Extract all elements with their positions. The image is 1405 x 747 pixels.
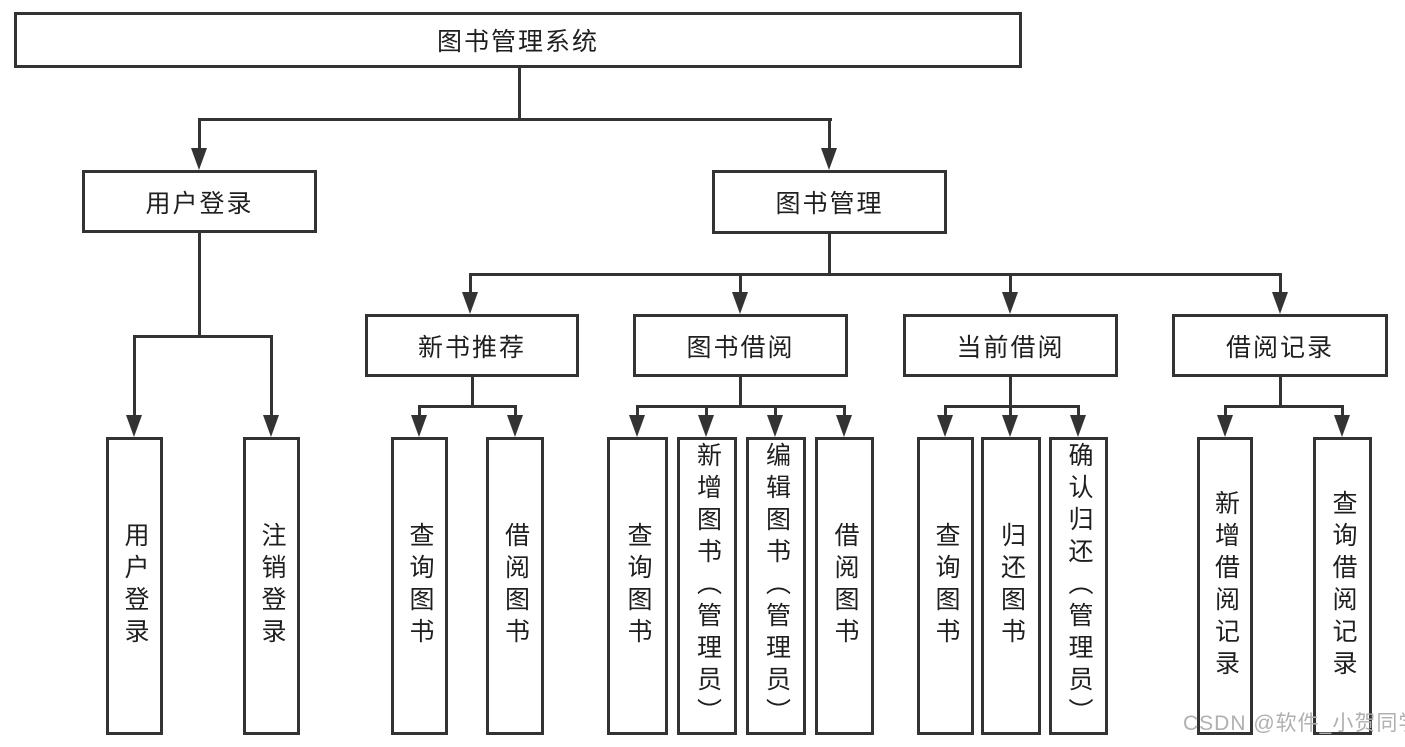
connector-line bbox=[1224, 405, 1343, 408]
node-borrow-records: 借阅记录 bbox=[1172, 314, 1388, 377]
node-leaf-edit-book-admin: 编辑图书（管理员） bbox=[746, 437, 806, 735]
connector-line bbox=[1279, 273, 1282, 292]
node-leaf-query-books-current: 查询图书 bbox=[917, 437, 974, 735]
connector-line bbox=[636, 405, 846, 408]
arrow-down-icon bbox=[1070, 415, 1086, 437]
connector-line bbox=[944, 405, 947, 415]
node-leaf-query-books-borrow: 查询图书 bbox=[607, 437, 668, 735]
connector-line bbox=[828, 233, 831, 276]
arrow-down-icon bbox=[263, 415, 279, 437]
arrow-down-icon bbox=[1334, 415, 1350, 437]
arrow-down-icon bbox=[1002, 415, 1018, 437]
node-book-borrow: 图书借阅 bbox=[633, 314, 848, 377]
arrow-down-icon bbox=[191, 148, 207, 170]
arrow-down-icon bbox=[732, 292, 748, 314]
node-book-management: 图书管理 bbox=[712, 170, 947, 234]
node-leaf-confirm-return-admin: 确认归还（管理员） bbox=[1049, 437, 1108, 735]
arrow-down-icon bbox=[836, 415, 852, 437]
watermark: CSDN @软件_小贺同学 bbox=[1183, 712, 1405, 735]
connector-line bbox=[270, 335, 273, 415]
connector-line bbox=[469, 273, 472, 292]
arrow-down-icon bbox=[411, 415, 427, 437]
arrow-down-icon bbox=[698, 415, 714, 437]
connector-line bbox=[1224, 405, 1227, 415]
node-leaf-user-login: 用户登录 bbox=[106, 437, 163, 735]
node-root: 图书管理系统 bbox=[14, 12, 1022, 68]
connector-line bbox=[774, 405, 777, 415]
node-leaf-query-borrow-record: 查询借阅记录 bbox=[1313, 437, 1372, 735]
node-leaf-logout: 注销登录 bbox=[243, 437, 300, 735]
connector-line bbox=[944, 405, 1080, 408]
node-leaf-add-borrow-record: 新增借阅记录 bbox=[1197, 437, 1253, 735]
connector-line bbox=[133, 335, 136, 415]
node-new-book-recommend: 新书推荐 bbox=[365, 314, 579, 377]
node-user-login-branch: 用户登录 bbox=[82, 170, 317, 233]
connector-line bbox=[1009, 405, 1012, 415]
arrow-down-icon bbox=[1217, 415, 1233, 437]
connector-line bbox=[198, 233, 201, 338]
node-leaf-borrow-books: 借阅图书 bbox=[815, 437, 874, 735]
arrow-down-icon bbox=[462, 292, 478, 314]
connector-line bbox=[418, 405, 421, 415]
connector-line bbox=[418, 405, 517, 408]
arrow-down-icon bbox=[629, 415, 645, 437]
connector-line bbox=[1341, 405, 1344, 415]
connector-line bbox=[828, 118, 831, 148]
connector-line bbox=[469, 273, 1281, 276]
node-current-borrow: 当前借阅 bbox=[903, 314, 1118, 377]
node-leaf-add-book-admin: 新增图书（管理员） bbox=[677, 437, 737, 735]
connector-line bbox=[471, 377, 474, 408]
arrow-down-icon bbox=[126, 415, 142, 437]
connector-line bbox=[1077, 405, 1080, 415]
arrow-down-icon bbox=[1002, 292, 1018, 314]
connector-line bbox=[514, 405, 517, 415]
arrow-down-icon bbox=[1272, 292, 1288, 314]
connector-line bbox=[843, 405, 846, 415]
connector-line bbox=[133, 335, 273, 338]
arrow-down-icon bbox=[507, 415, 523, 437]
node-leaf-query-books-recommend: 查询图书 bbox=[391, 437, 448, 735]
arrow-down-icon bbox=[937, 415, 953, 437]
arrow-down-icon bbox=[821, 148, 837, 170]
connector-line bbox=[518, 68, 521, 121]
node-leaf-borrow-books-recommend: 借阅图书 bbox=[486, 437, 544, 735]
connector-line bbox=[705, 405, 708, 415]
connector-line bbox=[198, 118, 201, 148]
connector-line bbox=[1009, 377, 1012, 408]
connector-line bbox=[198, 118, 832, 121]
node-leaf-return-book: 归还图书 bbox=[981, 437, 1041, 735]
connector-line bbox=[1279, 377, 1282, 408]
connector-line bbox=[739, 377, 742, 408]
connector-line bbox=[1009, 273, 1012, 292]
connector-line bbox=[636, 405, 639, 415]
connector-line bbox=[739, 273, 742, 292]
arrow-down-icon bbox=[767, 415, 783, 437]
